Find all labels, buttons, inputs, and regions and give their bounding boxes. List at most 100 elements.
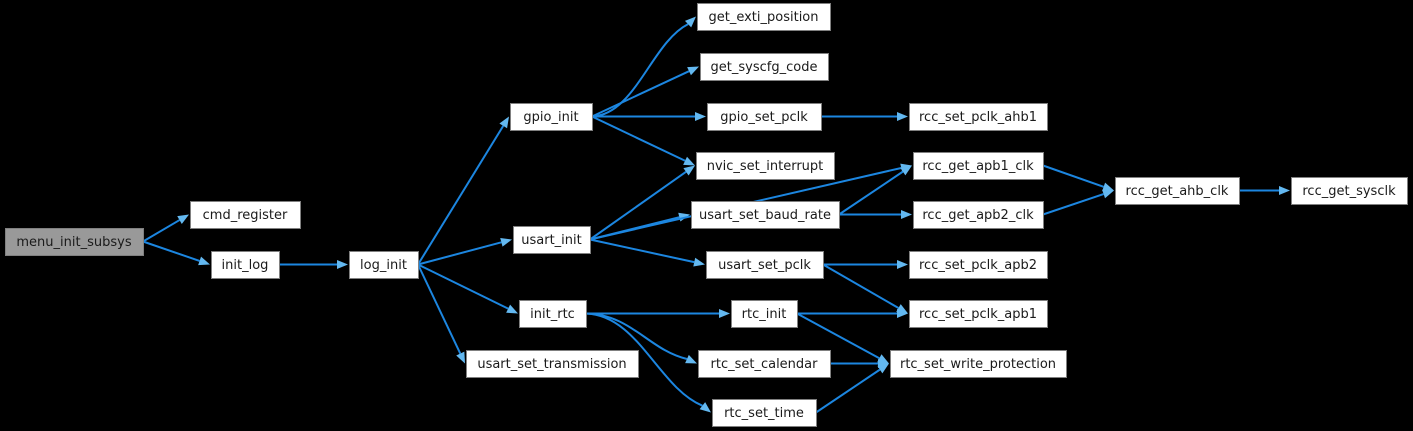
node-box[interactable] <box>731 300 798 328</box>
arrowhead-icon <box>900 165 912 176</box>
node-label: usart_init <box>521 233 581 248</box>
graph-node-cmd_register[interactable]: cmd_register <box>190 201 301 229</box>
node-box[interactable] <box>707 103 822 131</box>
node-box[interactable] <box>211 251 280 279</box>
node-box[interactable] <box>1115 177 1240 205</box>
arrowhead-icon <box>1102 189 1114 199</box>
graph-node-rcc_set_pclk_apb1[interactable]: rcc_set_pclk_apb1 <box>909 300 1048 328</box>
arrowhead-icon <box>699 402 711 413</box>
node-box[interactable] <box>700 53 829 81</box>
node-label: rcc_set_pclk_apb1 <box>919 307 1037 322</box>
arrowhead-icon <box>177 214 189 224</box>
node-label: cmd_register <box>203 208 288 223</box>
arrowhead-icon <box>684 16 696 28</box>
node-label: get_exti_position <box>708 10 818 25</box>
graph-node-rcc_get_sysclk[interactable]: rcc_get_sysclk <box>1291 177 1408 205</box>
call-edge <box>142 240 210 266</box>
call-edge <box>417 263 518 314</box>
node-label: rcc_get_apb2_clk <box>922 208 1034 223</box>
call-edge <box>591 66 699 118</box>
call-edge <box>1042 164 1114 192</box>
graph-node-menu_init_subsys[interactable]: menu_init_subsys <box>5 228 144 256</box>
graph-node-rtc_set_time[interactable]: rtc_set_time <box>712 399 817 427</box>
call-edge <box>417 237 512 266</box>
node-label: get_syscfg_code <box>711 60 818 75</box>
node-box[interactable] <box>909 300 1048 328</box>
node-box[interactable] <box>697 3 831 31</box>
node-box[interactable] <box>190 201 301 229</box>
call-edge <box>822 263 908 314</box>
node-box[interactable] <box>1291 177 1408 205</box>
graph-node-usart_init[interactable]: usart_init <box>513 226 591 254</box>
node-label: rcc_get_apb1_clk <box>922 159 1034 174</box>
graph-node-nvic_set_interrupt[interactable]: nvic_set_interrupt <box>696 152 835 180</box>
node-box[interactable] <box>519 300 587 328</box>
arrowhead-icon <box>683 156 695 166</box>
graph-node-gpio_init[interactable]: gpio_init <box>510 103 593 131</box>
call-edge <box>585 312 711 413</box>
graph-node-init_log[interactable]: init_log <box>211 251 280 279</box>
node-box[interactable] <box>466 350 639 378</box>
node-box[interactable] <box>513 226 591 254</box>
node-label: rtc_set_write_protection <box>900 357 1056 372</box>
node-label: usart_set_baud_rate <box>699 208 831 223</box>
node-label: nvic_set_interrupt <box>707 159 824 174</box>
node-label: init_log <box>222 258 269 273</box>
call-edge <box>591 115 695 166</box>
graph-node-log_init[interactable]: log_init <box>349 251 419 279</box>
arrowhead-icon <box>695 112 706 121</box>
graph-node-gpio_set_pclk[interactable]: gpio_set_pclk <box>707 103 822 131</box>
node-box[interactable] <box>510 103 593 131</box>
arrowhead-icon <box>901 210 912 219</box>
graph-node-rtc_set_write_protection[interactable]: rtc_set_write_protection <box>890 350 1067 378</box>
graph-node-usart_set_transmission[interactable]: usart_set_transmission <box>466 350 639 378</box>
arrowhead-icon <box>693 257 705 267</box>
arrowhead-icon <box>1102 182 1114 192</box>
call-edge <box>823 260 908 269</box>
node-label: rcc_get_ahb_clk <box>1126 184 1229 199</box>
node-box[interactable] <box>909 251 1048 279</box>
graph-node-rcc_get_apb2_clk[interactable]: rcc_get_apb2_clk <box>913 201 1044 229</box>
node-label: rtc_set_calendar <box>711 357 819 372</box>
graph-node-get_syscfg_code[interactable]: get_syscfg_code <box>700 53 829 81</box>
node-box[interactable] <box>696 152 835 180</box>
graph-node-rcc_set_pclk_ahb1[interactable]: rcc_set_pclk_ahb1 <box>909 103 1048 131</box>
arrowhead-icon <box>897 260 908 269</box>
graph-node-rtc_set_calendar[interactable]: rtc_set_calendar <box>698 350 831 378</box>
graph-node-get_exti_position[interactable]: get_exti_position <box>697 3 831 31</box>
node-label: usart_set_transmission <box>477 357 626 372</box>
graph-node-rtc_init[interactable]: rtc_init <box>731 300 798 328</box>
arrowhead-icon <box>337 260 348 269</box>
graph-node-usart_set_pclk[interactable]: usart_set_pclk <box>706 251 824 279</box>
graph-node-rcc_get_ahb_clk[interactable]: rcc_get_ahb_clk <box>1115 177 1240 205</box>
arrowhead-icon <box>897 309 908 318</box>
node-box[interactable] <box>890 350 1067 378</box>
graph-node-rcc_get_apb1_clk[interactable]: rcc_get_apb1_clk <box>913 152 1044 180</box>
node-box[interactable] <box>706 251 824 279</box>
arrowhead-icon <box>499 116 509 129</box>
call-edge <box>586 309 730 318</box>
node-box[interactable] <box>349 251 419 279</box>
node-box[interactable] <box>913 152 1044 180</box>
node-box[interactable] <box>712 399 817 427</box>
node-label: usart_set_pclk <box>718 258 811 273</box>
node-box[interactable] <box>5 228 144 256</box>
graph-node-init_rtc[interactable]: init_rtc <box>519 300 587 328</box>
call-edge <box>591 16 696 118</box>
node-label: rtc_init <box>742 307 787 322</box>
graph-node-rcc_set_pclk_apb2[interactable]: rcc_set_pclk_apb2 <box>909 251 1048 279</box>
node-label: rcc_set_pclk_apb2 <box>919 258 1037 273</box>
call-edge <box>589 165 695 241</box>
node-box[interactable] <box>691 201 840 229</box>
node-label: rcc_set_pclk_ahb1 <box>919 110 1037 125</box>
call-edge <box>838 165 912 216</box>
arrowhead-icon <box>687 66 699 76</box>
node-label: init_rtc <box>530 307 575 322</box>
node-box[interactable] <box>913 201 1044 229</box>
node-box[interactable] <box>698 350 831 378</box>
node-box[interactable] <box>909 103 1048 131</box>
node-label: rcc_get_sysclk <box>1302 184 1396 199</box>
node-label: rtc_set_time <box>724 406 804 421</box>
graph-node-usart_set_baud_rate[interactable]: usart_set_baud_rate <box>691 201 840 229</box>
